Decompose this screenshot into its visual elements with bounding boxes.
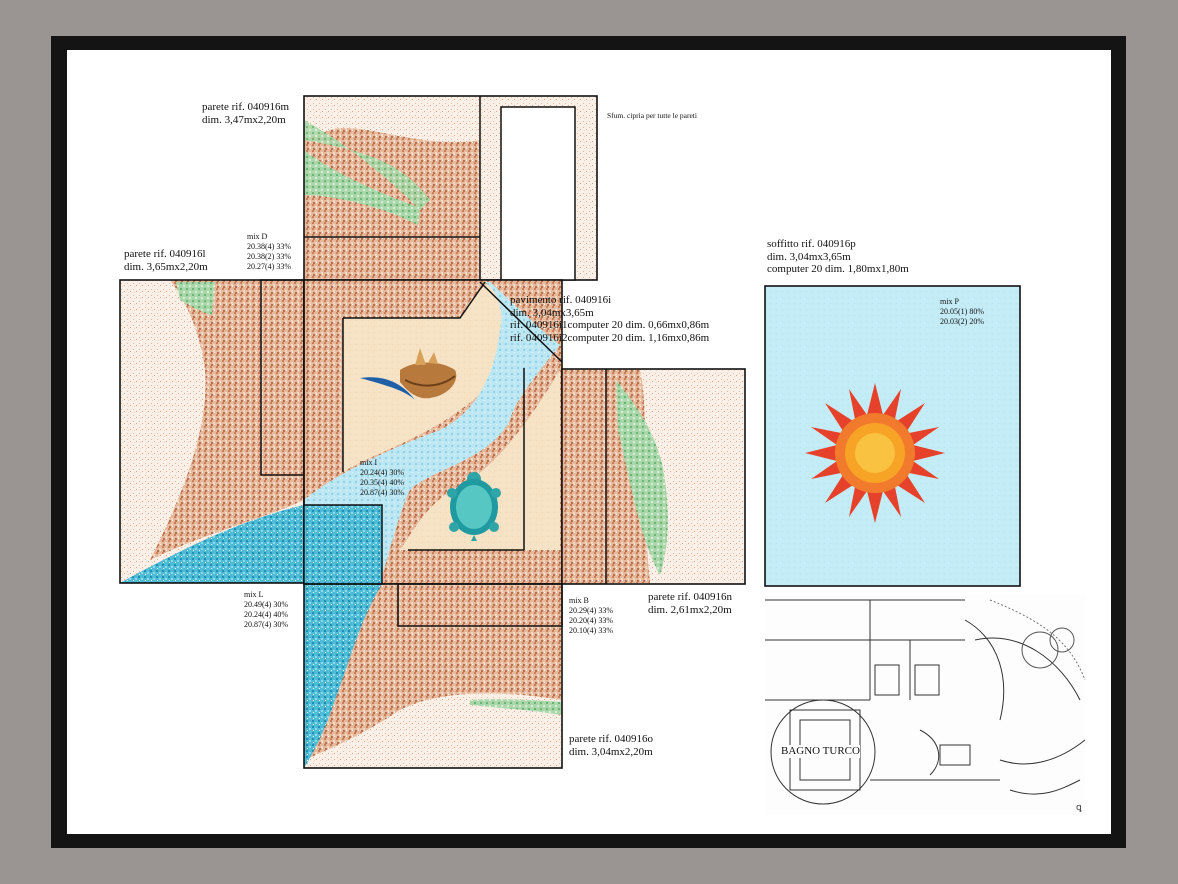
wall-m-dim: dim. 3,47mx2,20m: [202, 113, 286, 126]
mix-b-line: 20.10(4) 33%: [569, 626, 613, 635]
mix-i-title: mix I: [360, 458, 378, 467]
wall-n-ref: parete rif. 040916n: [648, 591, 732, 603]
wall-n-label: parete rif. 040916n dim. 2,61mx2,20m: [648, 591, 732, 616]
wall-m-label: parete rif. 040916m dim. 3,47mx2,20m: [202, 101, 289, 126]
mix-b-title: mix B: [569, 596, 589, 605]
floor-computer-2: rif. 040916i2computer 20 dim. 1,16mx0,86…: [510, 331, 710, 344]
wall-l-label: parete rif. 040916l dim. 3,65mx2,20m: [124, 248, 208, 273]
ceiling-dim: dim. 3,04mx3,65m: [767, 250, 851, 263]
ceiling-label: soffitto rif. 040916p dim. 3,04mx3,65m c…: [767, 238, 909, 276]
floor-computer-1: rif. 040916i1computer 20 dim. 0,66mx0,86…: [510, 319, 710, 332]
mix-l-line: 20.49(4) 30%: [244, 600, 288, 609]
mix-b-line: 20.20(4) 33%: [569, 616, 613, 625]
floor-ref: pavimento rif. 040916i: [510, 294, 612, 306]
sun-icon: [805, 383, 945, 523]
mix-d-title: mix D: [247, 232, 268, 241]
mix-b-line: 20.29(4) 33%: [569, 606, 613, 615]
mix-p-title: mix P: [940, 297, 959, 306]
svg-text:ꝗ: ꝗ: [1076, 802, 1082, 812]
mix-p-label: mix P 20.05(1) 80% 20.03(2) 20%: [940, 297, 984, 327]
wall-o-ref: parete rif. 040916o: [569, 733, 653, 745]
wall-m-panel: [303, 95, 598, 281]
mix-i-line: 20.24(4) 30%: [360, 468, 404, 477]
floor-label: pavimento rif. 040916i dim. 3,04mx3,65m …: [510, 294, 709, 345]
ceiling-computer: computer 20 dim. 1,80mx1,80m: [767, 263, 909, 276]
mix-d-line: 20.38(4) 33%: [247, 242, 291, 251]
wall-n-dim: dim. 2,61mx2,20m: [648, 603, 732, 616]
wall-o-dim: dim. 3,04mx2,20m: [569, 745, 653, 758]
mix-p-line: 20.05(1) 80%: [940, 307, 984, 316]
note-label: Sfum. cipria per tutte le pareti: [607, 111, 697, 120]
wall-l-dim: dim. 3,65mx2,20m: [124, 260, 208, 273]
wall-l-panel: [119, 279, 305, 584]
mix-d-line: 20.27(4) 33%: [247, 262, 291, 271]
turtle-icon: [447, 472, 501, 541]
mix-b-label: mix B 20.29(4) 33% 20.20(4) 33% 20.10(4)…: [569, 596, 613, 636]
wall-n-panel: [561, 368, 746, 585]
plan-room-label: BAGNO TURCO: [781, 745, 860, 758]
wall-m-ref: parete rif. 040916m: [202, 101, 290, 113]
wall-o-panel: [303, 504, 563, 769]
mix-l-title: mix L: [244, 590, 264, 599]
mix-l-line: 20.87(4) 30%: [244, 620, 288, 629]
floor-dim: dim. 3,04mx3,65m: [510, 306, 594, 319]
ceiling-ref: soffitto rif. 040916p: [767, 238, 856, 250]
wall-l-ref: parete rif. 040916l: [124, 248, 206, 260]
mix-l-label: mix L 20.49(4) 30% 20.24(4) 40% 20.87(4)…: [244, 590, 288, 630]
mix-d-label: mix D 20.38(4) 33% 20.38(2) 33% 20.27(4)…: [247, 232, 291, 272]
mix-i-line: 20.87(4) 30%: [360, 488, 404, 497]
wall-o-label: parete rif. 040916o dim. 3,04mx2,20m: [569, 733, 653, 758]
floor-plan: ꝗ: [765, 595, 1086, 815]
mix-i-line: 20.35(4) 40%: [360, 478, 404, 487]
mix-d-line: 20.38(2) 33%: [247, 252, 291, 261]
mix-i-label: mix I 20.24(4) 30% 20.35(4) 40% 20.87(4)…: [360, 458, 404, 498]
mix-l-line: 20.24(4) 40%: [244, 610, 288, 619]
seashell-icon: [360, 348, 457, 400]
mix-p-line: 20.03(2) 20%: [940, 317, 984, 326]
